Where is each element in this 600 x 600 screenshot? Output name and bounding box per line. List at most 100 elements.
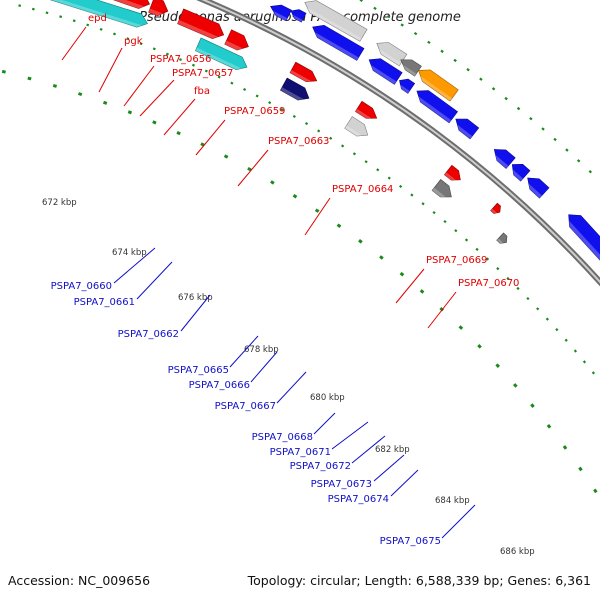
kbp-label: 672 kbp [42, 198, 77, 208]
gene-glyph-23-shine [378, 48, 402, 66]
gene-leader-line [139, 79, 175, 117]
tick-dash [526, 296, 530, 301]
tick-dash [419, 289, 425, 294]
tick-dash [541, 127, 545, 131]
gene-label-pspa7_0672: PSPA7_0672 [290, 461, 351, 472]
gene-glyph-4-body [224, 29, 249, 51]
gene-leader-line [250, 351, 278, 383]
tick-dash [139, 42, 143, 46]
gene-label-pspa7_0675: PSPA7_0675 [380, 536, 441, 547]
gene-glyph-31 [568, 214, 600, 261]
gene-glyph-13-body [344, 116, 369, 137]
tick-dash [477, 344, 482, 349]
gene-glyph-27-body [455, 118, 480, 140]
gene-leader-line [313, 412, 336, 435]
gene-glyph-10 [49, 0, 148, 28]
gene-glyph-6-shine [355, 108, 372, 119]
tick-dash [329, 136, 333, 140]
gene-glyph-1-body [113, 0, 151, 9]
gene-glyph-2-shine [148, 8, 163, 16]
gene-glyph-25-body [416, 90, 458, 124]
tick-dash [292, 114, 296, 118]
gene-glyph-29 [511, 163, 531, 182]
gene-leader-line [61, 26, 87, 61]
gene-label-pspa7_0666: PSPA7_0666 [189, 380, 250, 391]
gene-glyph-30-body [527, 177, 550, 199]
genome-summary-text: Topology: circular; Length: 6,588,339 bp… [247, 573, 591, 588]
tick-dash [317, 129, 321, 133]
gene-glyph-2 [148, 0, 169, 17]
kbp-label: 676 kbp [178, 293, 213, 303]
gene-glyph-31-shine [569, 220, 600, 261]
tick-dash [270, 180, 275, 185]
tick-dash [359, 0, 363, 2]
tick-dash [364, 160, 368, 164]
gene-glyph-27-shine [457, 124, 473, 139]
gene-glyph-20 [304, 0, 368, 42]
tick-dash [410, 193, 414, 197]
gene-glyph-7 [444, 164, 461, 181]
gene-glyph-1 [113, 0, 151, 9]
gene-leader-line [195, 119, 226, 156]
gene-glyph-17-shine [292, 14, 303, 23]
tick-dash [464, 238, 469, 242]
tick-dash [578, 466, 583, 472]
tick-dash [52, 84, 58, 88]
tick-dash [358, 239, 363, 244]
gene-glyph-8-body [490, 202, 501, 214]
gene-glyph-5-body [289, 61, 318, 83]
tick-dash [413, 31, 418, 36]
gene-glyph-8 [490, 202, 501, 214]
tick-dash [165, 52, 169, 56]
gene-label-pspa7_0660: PSPA7_0660 [51, 281, 112, 292]
gene-glyph-16 [270, 4, 292, 22]
gene-glyph-6-body [355, 100, 378, 119]
gene-glyph-26-body [418, 69, 459, 102]
gene-glyph-15 [496, 232, 508, 244]
tick-dash [516, 106, 521, 111]
gene-glyph-20-shine [307, 7, 362, 42]
gene-leader-line [163, 98, 196, 136]
tick-dash [513, 383, 518, 388]
gene-label-pspa7_0670: PSPA7_0670 [458, 278, 519, 289]
gene-leader-line [237, 149, 269, 187]
tick-dash [564, 338, 568, 342]
gene-label-pspa7_0657: PSPA7_0657 [172, 68, 233, 79]
gene-glyph-12-shine [280, 87, 304, 101]
tick-dash [516, 286, 520, 291]
gene-glyph-22 [399, 78, 416, 94]
gene-glyph-26-shine [420, 75, 453, 102]
tick-dash [292, 194, 298, 199]
tick-dash [427, 40, 431, 45]
tick-dash [376, 168, 380, 172]
tick-dash [506, 276, 510, 281]
gene-glyph-21-shine [371, 65, 397, 85]
gene-glyph-20-body [304, 0, 368, 42]
tick-dash [27, 76, 32, 81]
gene-glyph-23-body [376, 42, 408, 67]
tick-dash [152, 47, 156, 51]
tick-dash [453, 58, 457, 63]
tick-dash [588, 169, 593, 174]
tick-dash [99, 27, 103, 31]
gene-glyph-5 [289, 61, 318, 83]
tick-dash [280, 107, 284, 111]
tick-dash [555, 328, 559, 332]
gene-glyph-24 [400, 59, 422, 77]
tick-dash [373, 6, 377, 11]
tick-dash [178, 58, 182, 62]
gene-glyph-28-shine [495, 155, 509, 169]
tick-dash [304, 122, 309, 126]
tick-dash [504, 96, 508, 101]
gene-glyph-8-shine [490, 208, 497, 214]
tick-dash [126, 37, 130, 41]
tick-dash [593, 488, 598, 494]
tick-dash [553, 137, 557, 142]
tick-dash [400, 23, 404, 27]
gene-glyph-10-body [49, 0, 148, 28]
gene-label-fba: fba [194, 86, 210, 97]
gene-leader-line [136, 261, 173, 300]
gene-leader-line [373, 454, 405, 482]
genome-backbone-highlight [201, 0, 600, 284]
gene-glyph-16-body [270, 4, 292, 22]
